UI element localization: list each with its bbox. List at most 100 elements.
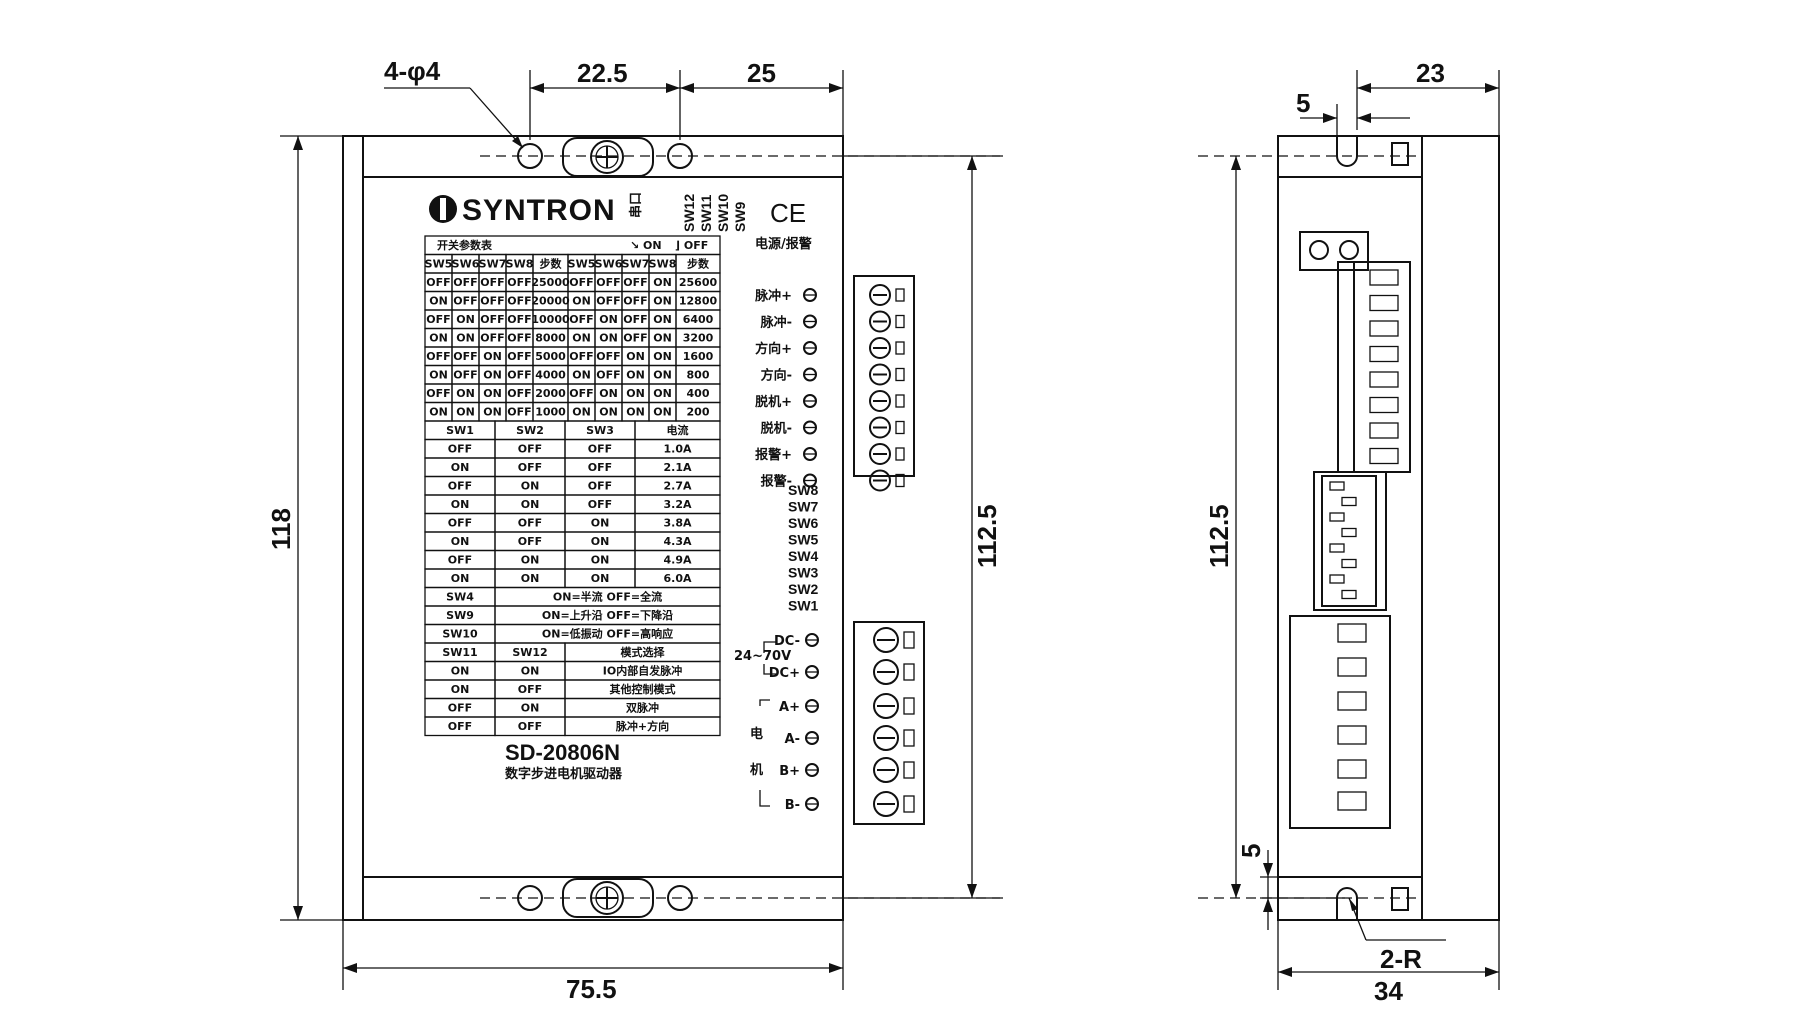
table-cell: ON: [429, 332, 448, 345]
table-cell: IO内部自发脉冲: [603, 664, 682, 678]
table-cell: ON: [626, 387, 645, 400]
table-cell: OFF: [448, 720, 472, 733]
terminal-screw-icon: [873, 725, 899, 751]
table-header-cell: SW6: [452, 258, 480, 271]
side-slot-bottom: [1336, 887, 1358, 920]
svg-text:SW10: SW10: [715, 194, 731, 232]
table-cell: OFF: [569, 350, 593, 363]
model-subtitle: 数字步进电机驱动器: [505, 766, 623, 782]
motor-label: 电: [750, 726, 763, 742]
table-cell: 5000: [535, 350, 566, 363]
table-cell: ON: [626, 369, 645, 382]
table-cell: OFF: [480, 295, 504, 308]
power-terminal-label: DC+: [769, 666, 800, 681]
power-terminal-label: B+: [779, 764, 800, 779]
table-header-cell: SW7: [622, 258, 650, 271]
table-cell: ON: [599, 387, 618, 400]
table-cell: ON: [653, 276, 672, 289]
serial-port-label: 串口: [628, 192, 644, 218]
terminal-screw-icon: [869, 390, 891, 412]
table-header-cell: 步数: [687, 257, 710, 271]
table-cell: ON: [591, 517, 610, 530]
table-cell: OFF: [596, 276, 620, 289]
table-cell: OFF: [453, 369, 477, 382]
table-cell: 3200: [683, 332, 714, 345]
table-cell: ON: [599, 406, 618, 419]
table-cell: OFF: [569, 387, 593, 400]
terminal-screw-icon: [873, 791, 899, 817]
table-cell: 脉冲+方向: [615, 719, 669, 733]
table-cell: OFF: [507, 332, 531, 345]
dim-side-width: 34: [1374, 976, 1403, 1006]
svg-text:SW9: SW9: [732, 201, 748, 232]
table-cell: ON: [653, 369, 672, 382]
signal-terminal-label: 脉冲-: [760, 315, 792, 331]
table-cell: OFF: [588, 498, 612, 511]
table-cell: 10000: [531, 313, 570, 326]
table-cell: 12800: [679, 295, 718, 308]
dim-width-total: 75.5: [566, 974, 617, 1004]
table-cell: OFF: [453, 276, 477, 289]
table-cell: 800: [687, 369, 710, 382]
power-terminal-label: A-: [785, 732, 800, 747]
table-cell: OFF: [596, 350, 620, 363]
table-cell: OFF: [569, 313, 593, 326]
table-on-legend: ↘ ON: [630, 239, 662, 252]
terminal-screw-icon: [873, 757, 899, 783]
table-cell: ON: [653, 406, 672, 419]
table-cell: OFF: [448, 702, 472, 715]
front-view: SYNTRON 串口 SW12 SW11 SW10 SW9 CE 电源/报警 开…: [342, 135, 1000, 921]
signal-terminal-label: 脱机-: [761, 421, 792, 437]
table-cell: ON: [483, 406, 502, 419]
terminal-screw-icon: [869, 284, 891, 306]
table-cell: ON: [572, 369, 591, 382]
table-cell: ON: [429, 406, 448, 419]
table-cell: OFF: [507, 313, 531, 326]
table-cell: OFF: [453, 350, 477, 363]
ce-mark: CE: [770, 198, 806, 228]
brand-name: SYNTRON: [462, 194, 616, 227]
table-cell: 2.1A: [664, 461, 692, 474]
screw-top-icon: [590, 140, 624, 174]
table-cell: OFF: [518, 517, 542, 530]
table-cell: OFF: [588, 461, 612, 474]
table-cell: ON: [451, 461, 470, 474]
table-cell: 3.2A: [664, 498, 692, 511]
table-cell: ON=半流 OFF=全流: [553, 590, 662, 604]
table-cell: OFF: [569, 276, 593, 289]
dim-hole-edge: 25: [747, 58, 776, 88]
table-cell: 6400: [683, 313, 714, 326]
table-cell: OFF: [453, 295, 477, 308]
table-cell: ON: [591, 535, 610, 548]
dip-switch-label: SW7: [788, 499, 819, 515]
table-cell: ON: [572, 332, 591, 345]
table-cell: ON: [591, 554, 610, 567]
table-header-cell: SW3: [586, 424, 614, 437]
table-cell: OFF: [588, 480, 612, 493]
terminal-screw-icon: [869, 363, 891, 386]
table-header-cell: SW6: [595, 258, 623, 271]
table-cell: 其他控制模式: [610, 682, 676, 696]
table-cell: OFF: [518, 683, 542, 696]
table-cell: ON: [521, 702, 540, 715]
side-signal-connector: [1337, 261, 1411, 473]
table-cell: ON: [451, 535, 470, 548]
table-cell: OFF: [623, 313, 647, 326]
table-cell: ON: [456, 387, 475, 400]
table-cell: ON: [456, 406, 475, 419]
terminal-screw-icon: [869, 416, 891, 439]
power-terminal-label: DC-: [774, 634, 800, 649]
table-cell: ON: [653, 313, 672, 326]
table-cell: 1600: [683, 350, 714, 363]
table-header-cell: SW12: [512, 646, 547, 659]
table-cell: OFF: [480, 276, 504, 289]
side-view: [1198, 135, 1500, 921]
table-cell: 2.7A: [664, 480, 692, 493]
table-cell: OFF: [518, 443, 542, 456]
table-cell: 1.0A: [664, 443, 692, 456]
table-header-cell: SW5: [425, 258, 453, 271]
table-cell: ON: [653, 350, 672, 363]
terminal-screw-icon: [873, 659, 899, 685]
table-cell: ON: [451, 683, 470, 696]
